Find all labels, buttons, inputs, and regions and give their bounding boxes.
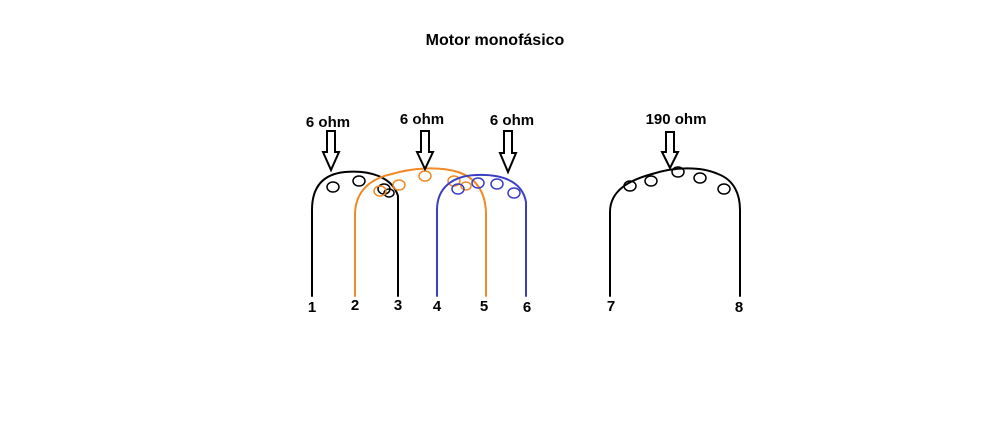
coil-7-8-loop: [644, 175, 658, 187]
coil-4-6-loop: [451, 183, 465, 195]
coil-2-5-loop: [418, 170, 432, 182]
diagram-title: Motor monofásico: [426, 32, 565, 49]
arrow-down-icon: [660, 131, 680, 171]
coil-7-8-loop: [693, 172, 707, 184]
terminal-label: 5: [480, 298, 488, 315]
coil-1-3-loop: [326, 181, 340, 193]
coil-2-5: [354, 167, 487, 297]
terminal-label: 8: [735, 299, 743, 316]
resistance-label-coil-2-5: 6 ohm: [400, 111, 444, 128]
coil-4-6-loop: [507, 187, 521, 199]
coil-4-6: [436, 173, 527, 297]
coil-4-6-loop: [471, 177, 485, 189]
terminal-label: 7: [607, 298, 615, 315]
coil-1-3-loop: [383, 188, 395, 198]
coil-2-5-loop: [392, 179, 406, 191]
coil-2-5-wire: [354, 167, 487, 297]
coil-1-3-wire: [311, 170, 399, 297]
coil-4-6-wire: [436, 173, 527, 297]
coil-7-8-loop: [717, 183, 731, 195]
arrow-down-icon: [321, 130, 341, 173]
arrow-down-icon: [415, 130, 435, 172]
resistance-label-coil-4-6: 6 ohm: [490, 112, 534, 129]
coil-2-5-loop: [460, 181, 472, 191]
resistance-label-coil-7-8: 190 ohm: [646, 111, 707, 128]
coil-7-8-wire: [609, 167, 741, 297]
terminal-label: 3: [394, 297, 402, 314]
terminal-label: 2: [351, 297, 359, 314]
coil-4-6-loop: [490, 178, 504, 190]
coil-7-8: [609, 166, 741, 297]
coil-2-5-loop: [373, 185, 387, 197]
resistance-label-coil-1-3: 6 ohm: [306, 114, 350, 131]
terminal-label: 4: [433, 298, 442, 315]
coil-1-3-loop: [352, 175, 366, 187]
terminal-label: 1: [308, 299, 316, 316]
coil-7-8-loop: [623, 180, 637, 192]
coil-1-3: [311, 170, 399, 297]
arrow-down-icon: [498, 130, 518, 175]
coil-7-8-loop: [671, 166, 685, 178]
terminal-label: 6: [523, 299, 531, 316]
